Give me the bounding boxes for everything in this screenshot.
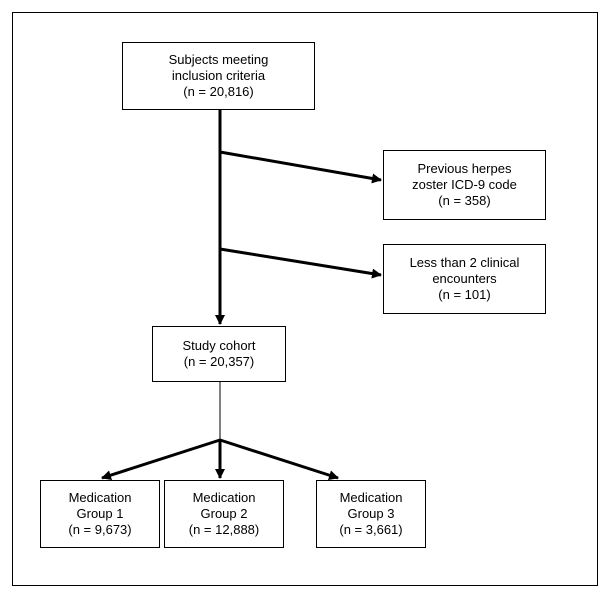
inclusion-criteria-box: Subjects meeting inclusion criteria (n =… bbox=[122, 42, 315, 110]
box-text-line: Subjects meeting bbox=[168, 52, 269, 67]
previous-herpes-zoster-box: Previous herpes zoster ICD-9 code (n = 3… bbox=[383, 150, 546, 220]
box-text-line: Medication bbox=[339, 490, 403, 505]
medication-group-1-box: Medication Group 1 (n = 9,673) bbox=[40, 480, 160, 548]
box-text-line: inclusion criteria bbox=[171, 68, 266, 83]
box-text-line: zoster ICD-9 code bbox=[412, 177, 517, 192]
medication-group-3-box: Medication Group 3 (n = 3,661) bbox=[316, 480, 426, 548]
exclusion-arrow-previous-hz bbox=[219, 150, 382, 184]
box-text-line: (n = 358) bbox=[438, 193, 491, 208]
box-text-line: Previous herpes bbox=[417, 161, 512, 176]
arrow-to-group-1 bbox=[101, 438, 221, 481]
box-text-line: Study cohort bbox=[182, 338, 256, 353]
less-than-2-encounters-box: Less than 2 clinical encounters (n = 101… bbox=[383, 244, 546, 314]
box-text-line: Group 3 bbox=[347, 506, 395, 521]
diagram-frame bbox=[12, 12, 598, 586]
box-text-line: (n = 20,357) bbox=[183, 354, 255, 369]
exclusion-arrow-less-encounters bbox=[219, 247, 382, 279]
arrow-to-group-3 bbox=[219, 438, 339, 481]
box-text-line: Group 2 bbox=[200, 506, 248, 521]
box-text-line: Group 1 bbox=[76, 506, 124, 521]
box-text-line: (n = 9,673) bbox=[68, 522, 132, 537]
box-text-line: encounters bbox=[432, 271, 497, 286]
box-text-line: (n = 12,888) bbox=[188, 522, 260, 537]
study-cohort-box: Study cohort (n = 20,357) bbox=[152, 326, 286, 382]
box-text-line: Medication bbox=[192, 490, 256, 505]
box-text-line: (n = 101) bbox=[438, 287, 491, 302]
box-text-line: Medication bbox=[68, 490, 132, 505]
box-text-line: Less than 2 clinical bbox=[409, 255, 520, 270]
box-text-line: (n = 20,816) bbox=[183, 84, 254, 99]
medication-group-2-box: Medication Group 2 (n = 12,888) bbox=[164, 480, 284, 548]
box-text-line: (n = 3,661) bbox=[339, 522, 403, 537]
